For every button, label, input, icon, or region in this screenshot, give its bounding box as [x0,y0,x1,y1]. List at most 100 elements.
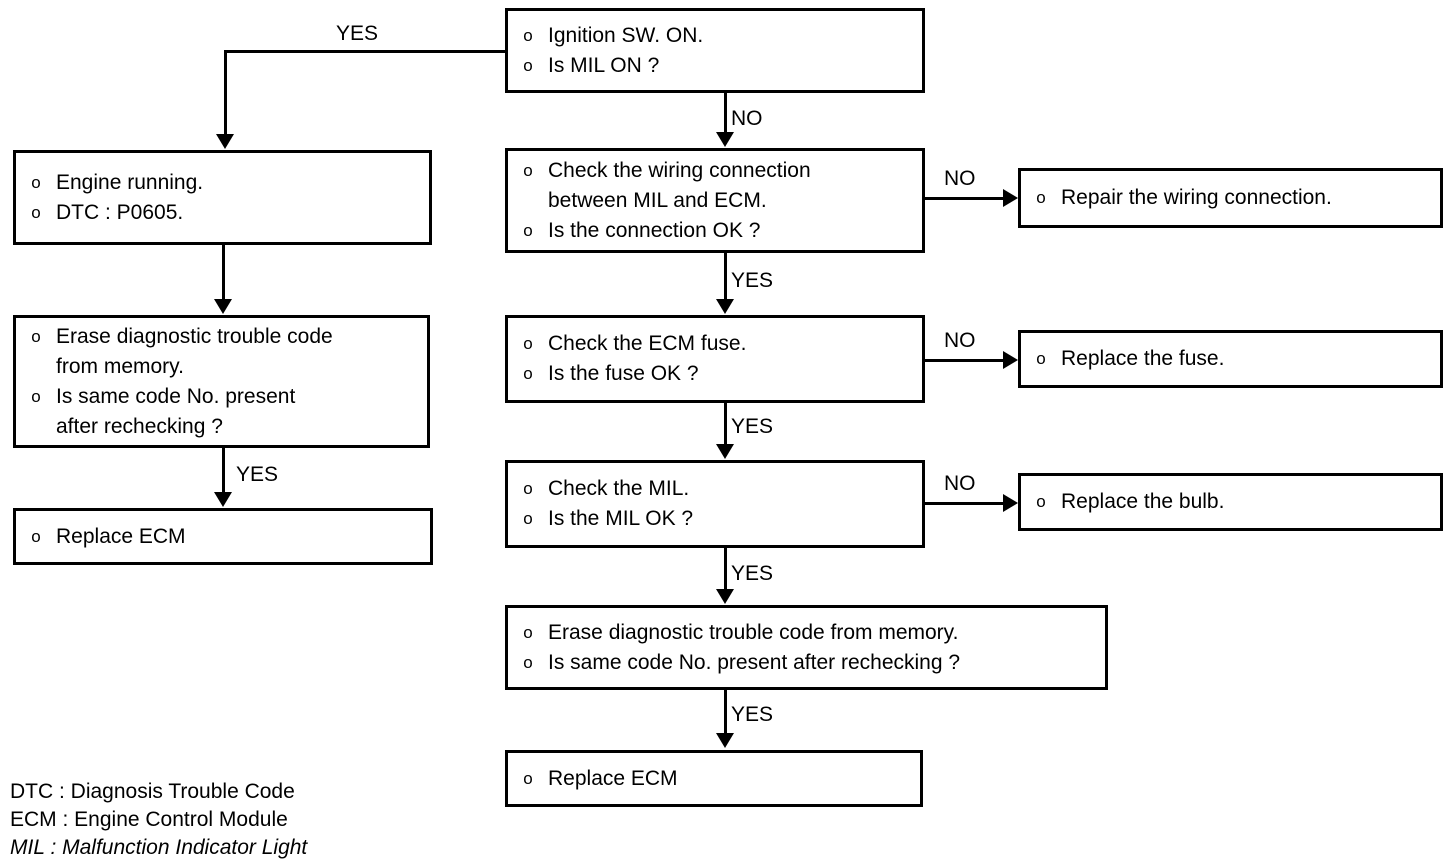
arrowhead-down-replace-ecm-center [716,733,734,748]
node-line: o Check the wiring connection [508,156,922,186]
node-text: Repair the wiring connection. [1061,186,1332,209]
arrowhead-right-replace-fuse [1003,351,1018,369]
legend-line-dtc: DTC : Diagnosis Trouble Code [10,780,295,803]
node-line: o Repair the wiring connection. [1021,183,1440,213]
edge-label-yes-erase-left: YES [236,463,279,486]
connector-no-fuse-horizontal [925,359,1005,362]
node-text: after rechecking ? [56,414,223,438]
node-text: Replace ECM [56,524,186,548]
node-line: o Ignition SW. ON. [508,21,922,51]
arrowhead-down-replace-ecm-left [214,492,232,507]
node-text: Check the wiring connection [548,158,811,182]
node-line: o Engine running. [16,168,429,198]
bullet-icon: o [523,364,533,383]
node-text: Is the MIL OK ? [548,507,694,530]
arrowhead-down-engine-running [216,134,234,149]
edge-label-no-mil: NO [944,472,976,495]
arrowhead-right-repair-wiring [1003,189,1018,207]
arrowhead-down-check-mil [716,444,734,459]
node-line: o Check the ECM fuse. [508,329,922,359]
legend-line-ecm: ECM : Engine Control Module [10,808,288,831]
node-line: o Replace ECM [508,764,920,794]
connector-no-wiring-horizontal [925,197,1005,200]
connector-no-ignition-vertical [724,93,727,133]
node-text: DTC : P0605. [56,200,184,224]
bullet-icon: o [523,334,533,353]
node-engine-running: o Engine running. o DTC : P0605. [13,150,432,245]
edge-label-yes-wiring: YES [731,269,774,292]
bullet-icon: o [31,202,41,222]
arrowhead-down-erase-left [214,299,232,314]
bullet-icon: o [1036,492,1046,511]
node-line: o Replace the fuse. [1021,344,1440,374]
arrowhead-right-replace-bulb [1003,494,1018,512]
legend-line-mil: MIL : Malfunction Indicator Light [10,836,308,859]
node-text: Is the connection OK ? [548,218,761,242]
connector-yes-ignition-horizontal [224,50,507,53]
node-text: Erase diagnostic trouble code from memor… [548,620,959,644]
node-text: Engine running. [56,170,204,194]
edge-label-yes-mil: YES [731,562,774,585]
bullet-icon: o [523,768,533,788]
node-text: from memory. [56,354,184,378]
bullet-icon: o [523,479,533,498]
node-replace-bulb: o Replace the bulb. [1018,473,1443,531]
node-text: Ignition SW. ON. [548,23,704,47]
node-line: o Is the fuse OK ? [508,359,922,389]
node-text: Check the ECM fuse. [548,332,747,355]
node-line: o Is the connection OK ? [508,216,922,246]
edge-label-yes-erase-center: YES [731,703,774,726]
node-erase-left: o Erase diagnostic trouble code from mem… [13,315,430,448]
bullet-icon: o [523,220,533,240]
node-text: Is same code No. present [56,384,296,408]
bullet-icon: o [1036,349,1046,368]
edge-label-no-fuse: NO [944,329,976,352]
node-text: Erase diagnostic trouble code [56,324,333,348]
node-line: between MIL and ECM. [508,186,922,216]
node-check-mil: o Check the MIL. o Is the MIL OK ? [505,460,925,548]
node-text: between MIL and ECM. [548,188,767,212]
node-replace-fuse: o Replace the fuse. [1018,330,1443,388]
legend: DTC : Diagnosis Trouble Code ECM : Engin… [10,778,307,862]
edge-label-no-ignition: NO [731,107,763,130]
connector-yes-fuse-vertical [724,403,727,445]
node-text: Replace ECM [548,766,678,790]
node-line: from memory. [16,352,427,382]
edge-label-yes-fuse: YES [731,415,774,438]
node-text: Is MIL ON ? [548,53,660,77]
node-line: after rechecking ? [16,412,427,442]
node-check-fuse: o Check the ECM fuse. o Is the fuse OK ? [505,315,925,403]
node-line: o Replace ECM [16,522,430,552]
connector-yes-erase-left-vertical [222,448,225,493]
node-text: Replace the fuse. [1061,347,1225,370]
node-replace-ecm-left: o Replace ECM [13,508,433,565]
bullet-icon: o [31,326,41,346]
node-line: o Check the MIL. [508,474,922,504]
bullet-icon: o [1036,188,1046,207]
bullet-icon: o [31,172,41,192]
connector-no-mil-horizontal [925,502,1005,505]
connector-yes-ignition-vertical [224,50,227,135]
node-line: o Is same code No. present [16,382,427,412]
node-replace-ecm-center: o Replace ECM [505,750,923,807]
edge-label-no-wiring: NO [944,167,976,190]
connector-yes-wiring-vertical [724,253,727,300]
bullet-icon: o [31,526,41,546]
connector-yes-mil-vertical [724,548,727,590]
bullet-icon: o [31,386,41,406]
arrowhead-down-check-wiring [716,132,734,147]
bullet-icon: o [523,622,533,642]
node-check-wiring: o Check the wiring connection between MI… [505,148,925,253]
bullet-icon: o [523,652,533,672]
bullet-icon: o [523,25,533,45]
node-line: o Replace the bulb. [1021,487,1440,517]
node-text: Is the fuse OK ? [548,362,699,385]
connector-yes-erase-center-vertical [724,690,727,734]
connector-engine-to-erase-vertical [222,245,225,300]
node-text: Check the MIL. [548,477,690,500]
node-line: o Is MIL ON ? [508,51,922,81]
edge-label-yes-ignition: YES [336,22,379,45]
node-line: o DTC : P0605. [16,198,429,228]
arrowhead-down-erase-center [716,589,734,604]
